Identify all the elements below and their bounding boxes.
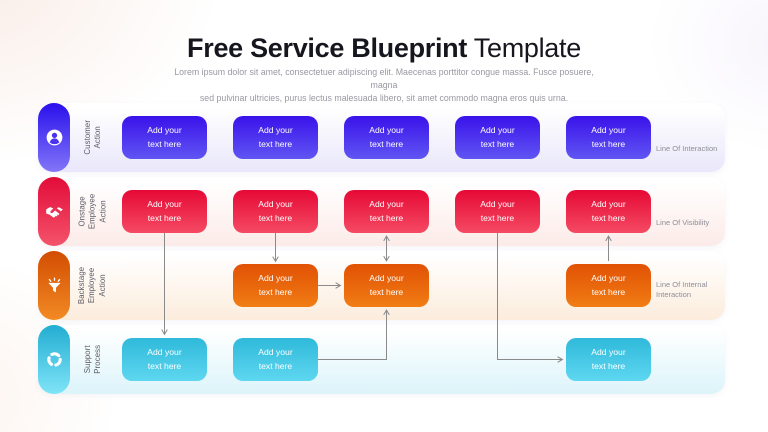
text-placeholder[interactable]: Add your text here xyxy=(566,190,651,233)
row-onstage-employee-action: Onstage Employee Action Add your text he… xyxy=(38,177,725,246)
text-placeholder[interactable]: Add your text here xyxy=(233,116,318,159)
text-placeholder[interactable]: Add your text here xyxy=(122,338,207,381)
customer-action-pill xyxy=(38,103,70,172)
text-placeholder[interactable]: Add your text here xyxy=(344,116,429,159)
text-placeholder[interactable]: Add your text here xyxy=(566,116,651,159)
row-customer-action: Customer Action Add your text here Add y… xyxy=(38,103,725,172)
page-title-light: Template xyxy=(467,33,581,63)
backstage-pill xyxy=(38,251,70,320)
row-support-process: Support Process Add your text here Add y… xyxy=(38,325,725,394)
row-backstage-employee-action: Backstage Employee Action Add your text … xyxy=(38,251,725,320)
text-placeholder[interactable]: Add your text here xyxy=(566,338,651,381)
text-placeholder[interactable]: Add your text here xyxy=(566,264,651,307)
line-of-visibility-label: Line Of Visibility xyxy=(656,217,710,227)
row-label-customer-action: Customer Action xyxy=(82,120,102,155)
row-label-backstage: Backstage Employee Action xyxy=(77,266,108,305)
page-title-bold: Free Service Blueprint xyxy=(187,33,468,63)
row-label-onstage: Onstage Employee Action xyxy=(77,193,108,230)
text-placeholder[interactable]: Add your text here xyxy=(344,190,429,233)
line-of-interaction-label: Line Of Interaction xyxy=(656,143,718,153)
funnel-icon xyxy=(44,275,65,296)
row-label-support: Support Process xyxy=(82,345,102,374)
onstage-pill xyxy=(38,177,70,246)
text-placeholder[interactable]: Add your text here xyxy=(233,338,318,381)
text-placeholder[interactable]: Add your text here xyxy=(455,190,540,233)
text-placeholder[interactable]: Add your text here xyxy=(233,190,318,233)
handshake-icon xyxy=(44,201,65,222)
cycle-icon xyxy=(44,349,65,370)
text-placeholder[interactable]: Add your text here xyxy=(233,264,318,307)
text-placeholder[interactable]: Add your text here xyxy=(455,116,540,159)
text-placeholder[interactable]: Add your text here xyxy=(122,190,207,233)
line-of-internal-interaction-label: Line Of Internal Interaction xyxy=(656,279,708,299)
support-pill xyxy=(38,325,70,394)
page-title: Free Service Blueprint Template xyxy=(0,33,768,64)
page-subtitle: Lorem ipsum dolor sit amet, consectetuer… xyxy=(174,67,594,103)
user-icon xyxy=(44,127,65,148)
text-placeholder[interactable]: Add your text here xyxy=(344,264,429,307)
text-placeholder[interactable]: Add your text here xyxy=(122,116,207,159)
